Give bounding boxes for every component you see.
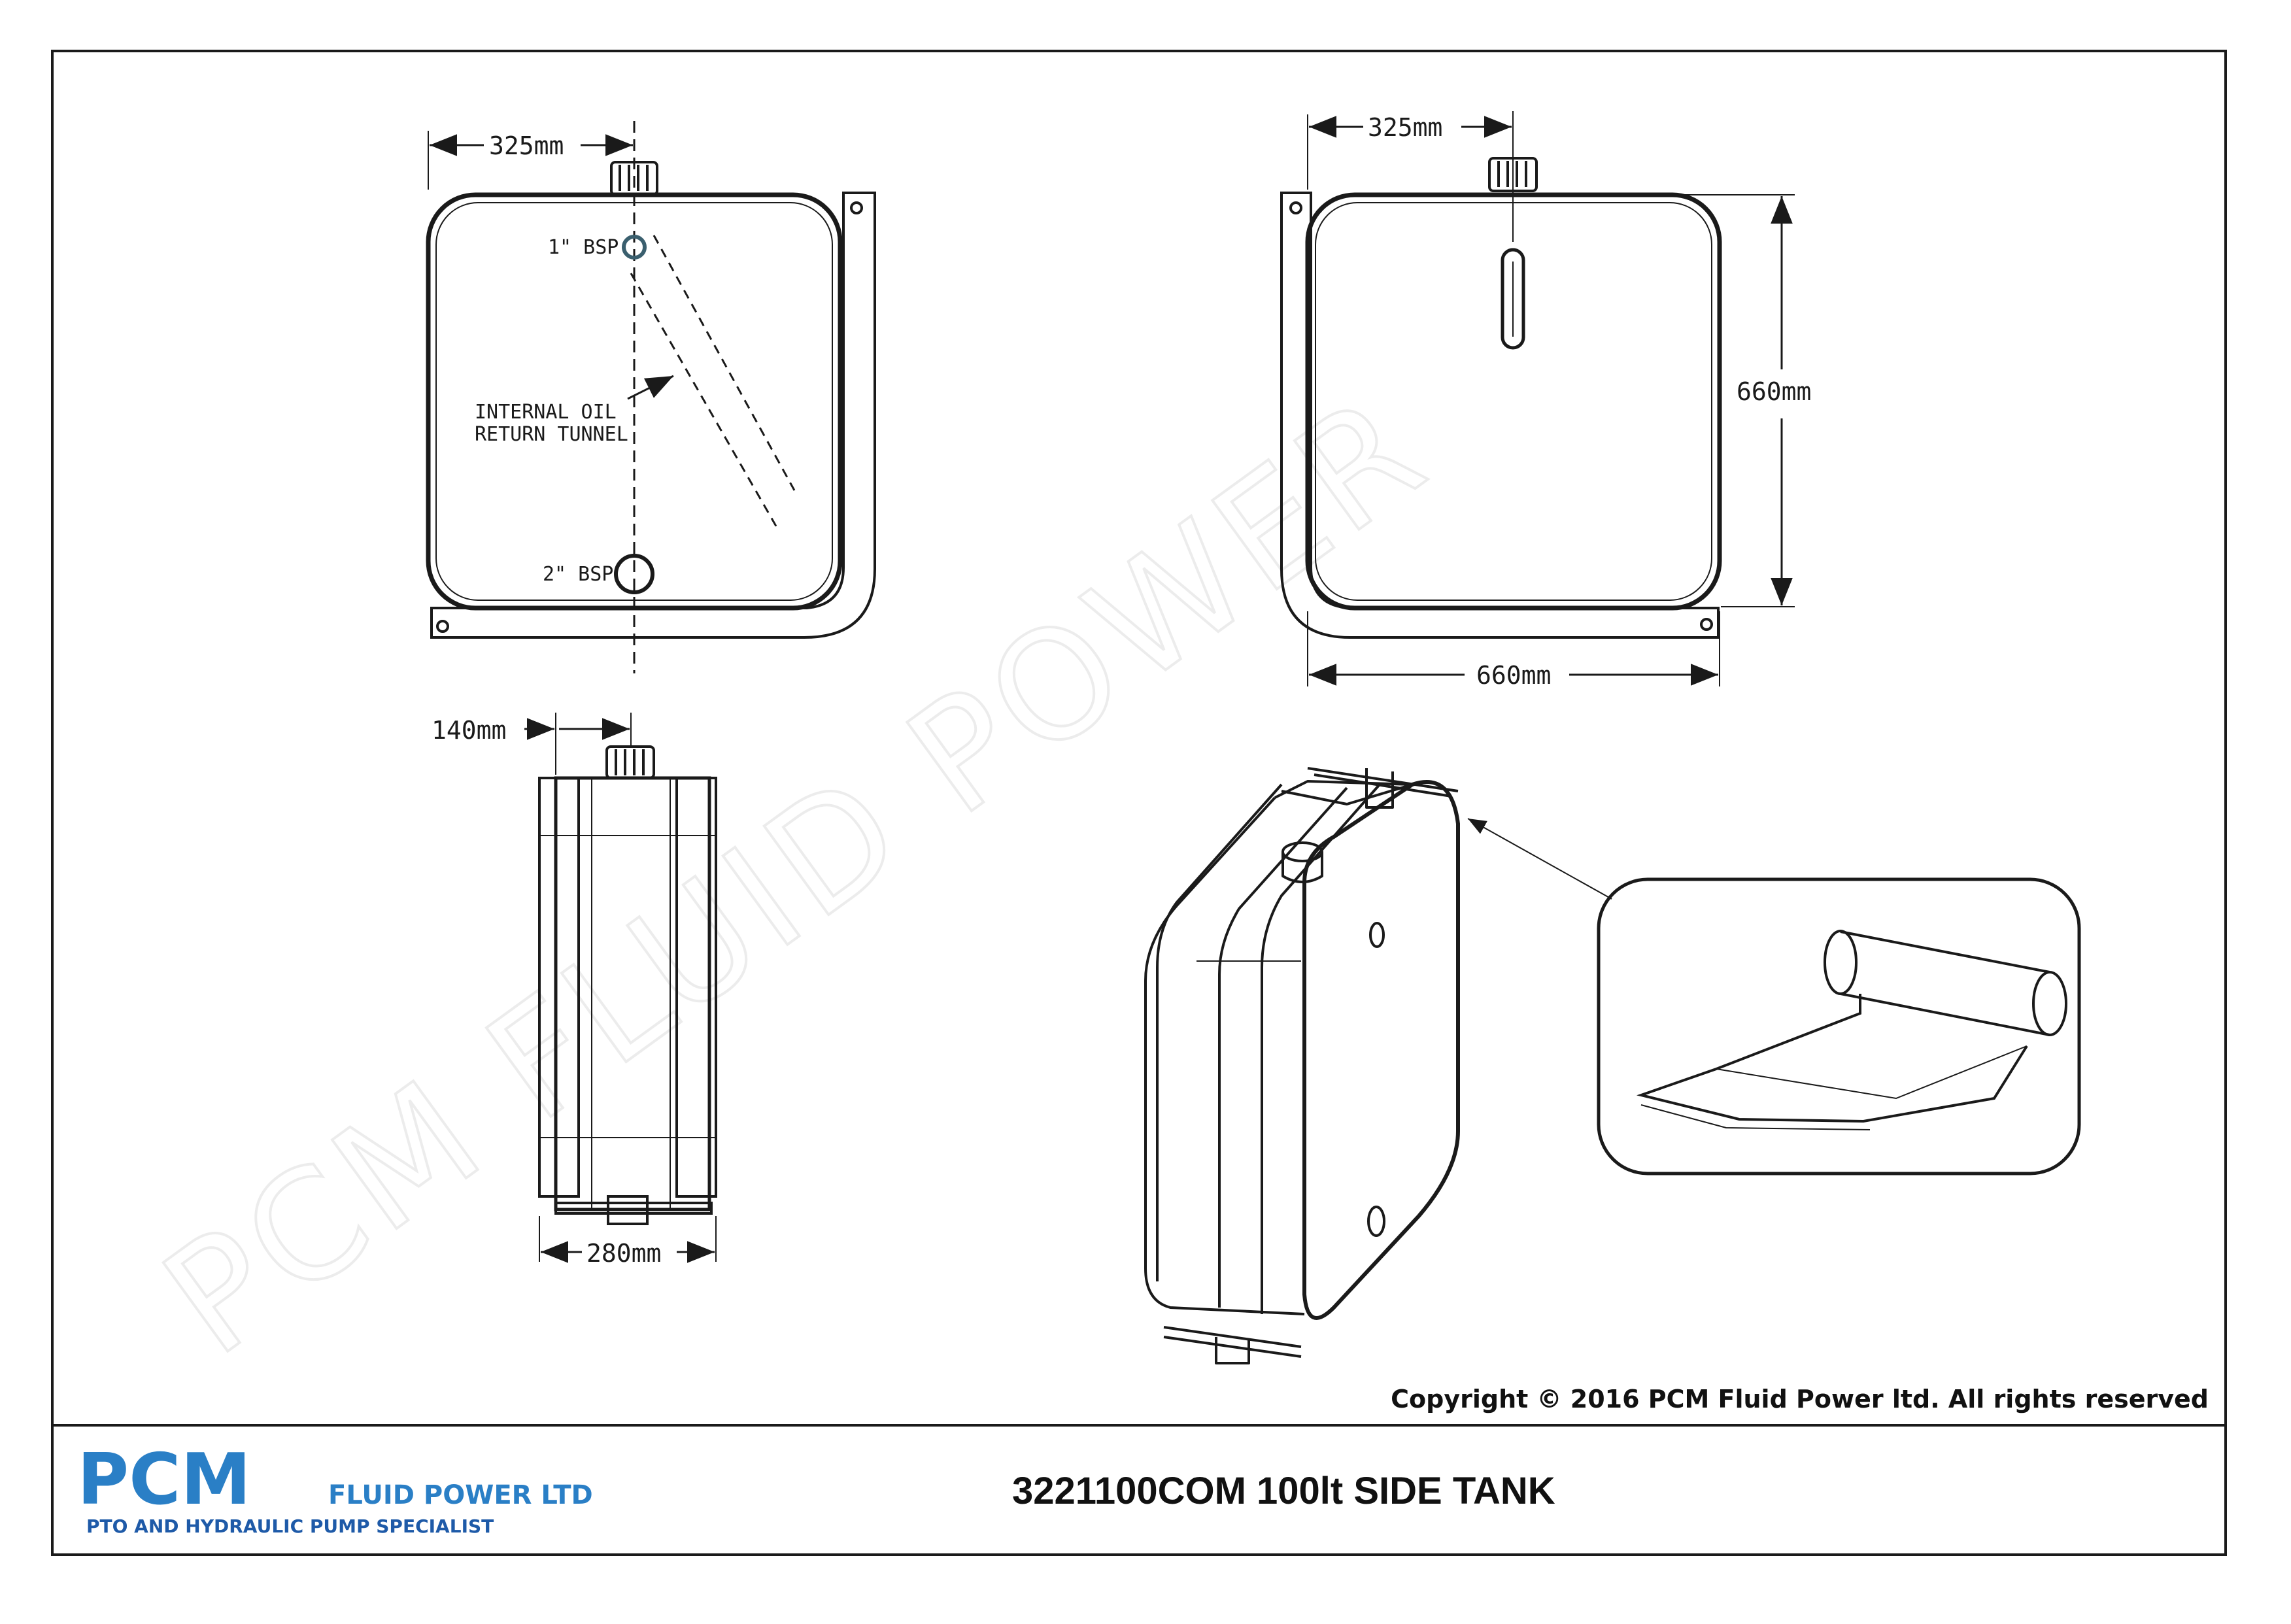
iso-bottom-bracket <box>1163 1326 1302 1364</box>
back-width-top-label: 325mm <box>1368 113 1442 142</box>
side-top-label: 140mm <box>432 716 506 745</box>
isometric-view <box>1144 767 1612 1364</box>
side-filler-cap <box>605 745 655 779</box>
side-strap-left <box>538 777 580 1198</box>
side-bottom-label: 280mm <box>586 1239 661 1268</box>
title-block: PCM FLUID POWER LTD PTO AND HYDRAULIC PU… <box>77 1439 1555 1537</box>
front-tunnel-leader <box>627 375 674 400</box>
front-tunnel-line <box>653 235 796 491</box>
front-tunnel-label-2: RETURN TUNNEL <box>475 423 628 446</box>
front-port-top-label: 1" BSP <box>548 236 619 259</box>
back-bracket-hole <box>1700 618 1713 631</box>
watermark: PCM FLUID POWER <box>134 361 1458 1389</box>
detail-hinge-body <box>1840 930 2050 1036</box>
detail-hinge-start <box>1824 930 1858 995</box>
detail-frame <box>1597 877 2081 1176</box>
iso-top-bracket <box>1307 767 1459 809</box>
iso-detail-leader <box>1467 818 1612 900</box>
front-port-1in <box>622 235 647 260</box>
side-base-plate <box>554 1202 713 1215</box>
front-port-bottom-label: 2" BSP <box>543 563 613 586</box>
detail-plate-edge <box>1640 1104 1871 1130</box>
front-bracket-hole <box>850 201 863 214</box>
logo-tagline: PTO AND HYDRAULIC PUMP SPECIALIST <box>86 1515 494 1537</box>
front-tunnel-label-1: INTERNAL OIL <box>475 401 617 424</box>
front-width-label: 325mm <box>489 131 564 160</box>
iso-front-face <box>1302 780 1460 1320</box>
iso-port-bottom <box>1367 1206 1385 1237</box>
front-bracket <box>430 192 876 639</box>
iso-top-depth <box>1281 783 1413 805</box>
iso-strap-3 <box>1261 783 1381 1314</box>
back-height-label: 660mm <box>1737 377 1811 406</box>
back-width-bottom-label: 660mm <box>1476 661 1551 690</box>
detail-plate-fold <box>1716 1045 2028 1100</box>
logo-sub: FLUID POWER LTD <box>328 1480 593 1510</box>
back-view <box>1280 111 1795 686</box>
logo-main: PCM <box>77 1439 251 1521</box>
side-view <box>524 713 717 1263</box>
side-strap-right <box>675 777 717 1198</box>
iso-left-body <box>1144 796 1305 1315</box>
iso-strap-1 <box>1156 783 1283 1281</box>
back-sight-gauge <box>1501 248 1525 350</box>
front-port-2in <box>614 554 654 594</box>
copyright-notice: Copyright © 2016 PCM Fluid Power ltd. Al… <box>1391 1385 2209 1413</box>
side-base-tab <box>607 1195 649 1225</box>
iso-port-top <box>1369 922 1385 948</box>
front-view <box>426 121 876 673</box>
front-tunnel-line <box>630 273 779 530</box>
front-bracket-hole <box>436 620 449 633</box>
detail-plate <box>1636 994 2028 1123</box>
sheet-border <box>51 50 2227 1556</box>
drawing-title: 3221100COM 100lt SIDE TANK <box>1012 1470 1555 1512</box>
side-tank-body <box>554 776 711 1211</box>
detail-hinge-end <box>2032 971 2067 1036</box>
iso-strap-2 <box>1218 787 1348 1308</box>
detail-view <box>1597 877 2081 1176</box>
back-bracket-hole <box>1289 201 1302 214</box>
